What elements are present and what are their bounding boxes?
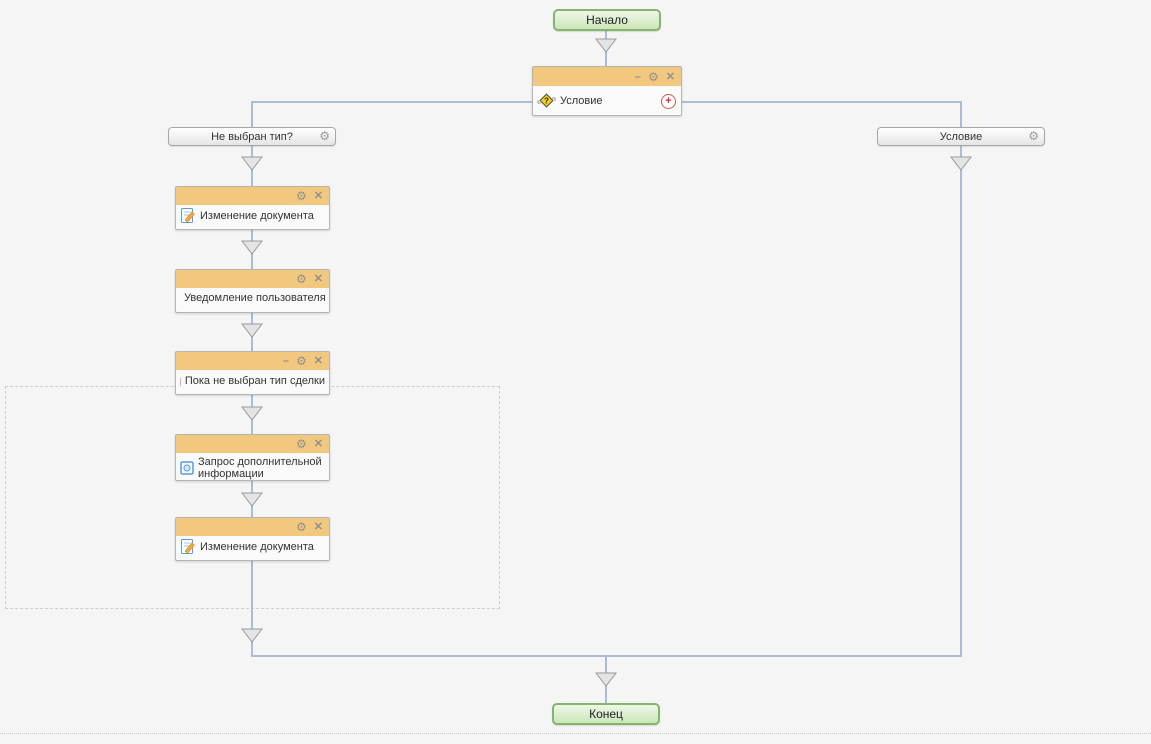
flow-arrow-gap2: [241, 323, 263, 338]
condition-block-body: ? Условие +: [533, 86, 681, 115]
block-body: Уведомление пользователя: [176, 288, 329, 308]
close-icon[interactable]: ✕: [313, 355, 323, 367]
connector-act5-merge: [251, 561, 253, 657]
close-icon[interactable]: ✕: [313, 273, 323, 285]
end-node[interactable]: Конец: [552, 703, 660, 725]
connector-condition-left: [251, 101, 534, 103]
gear-icon[interactable]: ⚙: [648, 69, 659, 84]
flow-arrow-right-branch: [950, 156, 972, 171]
close-icon[interactable]: ✕: [313, 438, 323, 450]
block-body: Запрос дополнительной информации: [176, 453, 329, 483]
start-node-label: Начало: [586, 13, 628, 27]
task-icon: [180, 461, 194, 475]
gear-icon[interactable]: ⚙: [296, 437, 307, 451]
start-node[interactable]: Начало: [553, 9, 661, 31]
flow-arrow-gap1: [241, 240, 263, 255]
block-header: ⚙ ✕: [176, 518, 329, 536]
branch-label-left[interactable]: Не выбран тип? ⚙: [168, 127, 336, 146]
activity-block-document-edit-1[interactable]: ⚙ ✕ Изменение документа: [175, 186, 330, 230]
branch-right-text: Условие: [939, 130, 983, 143]
activity-block-loop[interactable]: – ⚙ ✕ Пока не выбран тип сделки: [175, 351, 330, 395]
activity-block-user-notification[interactable]: ⚙ ✕ Уведомление пользователя: [175, 269, 330, 313]
activity-label: Уведомление пользователя: [184, 292, 326, 304]
gear-icon[interactable]: ⚙: [319, 129, 330, 143]
block-header: ⚙ ✕: [176, 187, 329, 205]
gear-icon[interactable]: ⚙: [296, 189, 307, 203]
close-icon[interactable]: ✕: [665, 70, 675, 83]
branch-left-text: Не выбран тип?: [211, 130, 293, 143]
block-header: – ⚙ ✕: [176, 352, 329, 370]
gear-icon[interactable]: ⚙: [296, 272, 307, 286]
loop-icon: [180, 377, 181, 387]
connector-condition-right: [680, 101, 962, 103]
block-body: Изменение документа: [176, 205, 329, 227]
condition-block[interactable]: – ⚙ ✕ ? Условие +: [532, 66, 682, 116]
minimize-icon[interactable]: –: [634, 70, 642, 83]
gear-icon[interactable]: ⚙: [296, 354, 307, 368]
document-edit-icon: [181, 208, 195, 223]
condition-block-header: – ⚙ ✕: [533, 67, 681, 86]
condition-label: Условие: [560, 94, 603, 107]
block-header: ⚙ ✕: [176, 435, 329, 453]
close-icon[interactable]: ✕: [313, 521, 323, 533]
flow-arrow-gap3: [241, 406, 263, 421]
condition-diamond-icon: ?: [537, 93, 556, 108]
close-icon[interactable]: ✕: [313, 190, 323, 202]
flow-arrow-start: [595, 38, 617, 53]
connector-right-branch-down: [960, 101, 962, 657]
flow-arrow-left-branch: [241, 156, 263, 171]
activity-label: Изменение документа: [200, 541, 314, 553]
activity-label: Запрос дополнительной информации: [198, 456, 322, 480]
flow-arrow-end: [595, 672, 617, 687]
flow-arrow-merge-left: [241, 628, 263, 643]
block-body: Изменение документа: [176, 536, 329, 558]
gear-icon[interactable]: ⚙: [1028, 129, 1039, 143]
activity-block-document-edit-2[interactable]: ⚙ ✕ Изменение документа: [175, 517, 330, 561]
flow-arrow-gap4: [241, 492, 263, 507]
svg-text:?: ?: [544, 97, 549, 106]
activity-label: Пока не выбран тип сделки: [184, 375, 325, 387]
minimize-icon[interactable]: –: [282, 355, 290, 367]
block-body: Пока не выбран тип сделки: [176, 370, 329, 392]
activity-block-request-info[interactable]: ⚙ ✕ Запрос дополнительной информации: [175, 434, 330, 481]
end-node-label: Конец: [589, 707, 623, 721]
gear-icon[interactable]: ⚙: [296, 520, 307, 534]
add-branch-button[interactable]: +: [661, 93, 676, 109]
canvas-bottom-separator: [0, 733, 1151, 734]
branch-label-right[interactable]: Условие ⚙: [877, 127, 1045, 146]
document-edit-icon: [181, 539, 195, 554]
block-header: ⚙ ✕: [176, 270, 329, 288]
activity-label: Изменение документа: [200, 210, 314, 222]
